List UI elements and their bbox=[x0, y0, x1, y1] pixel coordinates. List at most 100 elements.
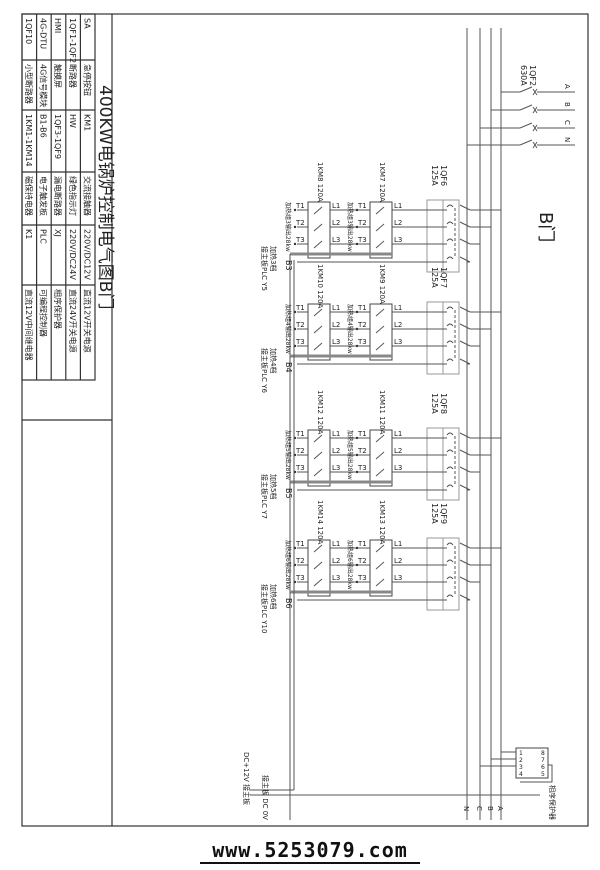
contact-1 bbox=[375, 206, 385, 215]
contactor-left bbox=[307, 303, 331, 361]
load-terminal: T2 bbox=[357, 219, 367, 227]
load-terminal: T2 bbox=[295, 447, 305, 455]
plc-output-label: 接主板PLC Y5 bbox=[260, 246, 269, 291]
breaker-contact-A bbox=[519, 86, 533, 93]
breaker-trip bbox=[446, 559, 454, 563]
contact-2 bbox=[375, 325, 385, 334]
plc-gear-label: 加热6档 bbox=[269, 584, 278, 609]
breaker-contact bbox=[459, 238, 471, 245]
contact-2 bbox=[375, 561, 385, 570]
contact-1 bbox=[313, 206, 323, 215]
terminal-dot bbox=[355, 225, 359, 229]
contactor-label: 1KM10 120A bbox=[316, 264, 324, 309]
breaker-trip bbox=[446, 466, 454, 470]
breaker-trip bbox=[446, 340, 454, 344]
legend-cell: HW bbox=[68, 114, 77, 128]
protector-output bbox=[520, 764, 553, 783]
terminal-dot bbox=[355, 436, 359, 440]
contact-1 bbox=[313, 544, 323, 553]
contactor-label: 1KM11 120A bbox=[378, 390, 386, 435]
breaker-id: 1QF8 bbox=[439, 393, 448, 414]
line-terminal: L3 bbox=[394, 574, 402, 582]
load-terminal: T3 bbox=[357, 236, 367, 244]
trigger-board-label: B3 bbox=[284, 260, 293, 271]
legend-table-border bbox=[21, 13, 96, 381]
protector-pin: 7 bbox=[541, 757, 545, 764]
load-terminal: T2 bbox=[295, 219, 305, 227]
load-terminal: T3 bbox=[295, 574, 305, 582]
breaker-trip bbox=[446, 432, 454, 436]
line-terminal: L1 bbox=[332, 304, 340, 312]
contact-2 bbox=[375, 451, 385, 460]
load-terminal: T2 bbox=[357, 321, 367, 329]
terminal-dot bbox=[355, 470, 359, 474]
load-terminal: T1 bbox=[295, 202, 305, 210]
load-terminal: T1 bbox=[295, 430, 305, 438]
legend-cell: 1QF3-1QF9 bbox=[53, 114, 62, 159]
load-terminal: T1 bbox=[295, 540, 305, 548]
line-terminal: L3 bbox=[394, 338, 402, 346]
legend-cell: 触摸屏 bbox=[53, 64, 63, 88]
breaker-contact bbox=[459, 358, 471, 365]
protector-pin: 1 bbox=[519, 750, 523, 757]
contact-3 bbox=[313, 342, 323, 351]
breaker-contact bbox=[459, 221, 471, 228]
load-terminal: T2 bbox=[295, 321, 305, 329]
contact-1 bbox=[375, 544, 385, 553]
contactor-label: 1KM12 120A bbox=[316, 390, 324, 435]
line-terminal: L3 bbox=[332, 574, 340, 582]
contact-3 bbox=[375, 578, 385, 587]
legend-cell: 可编程控制器 bbox=[39, 289, 49, 337]
legend-cell: 小型断路器 bbox=[24, 64, 34, 104]
contactor-right bbox=[369, 429, 393, 487]
contactor-label: 1KM9 120A bbox=[378, 264, 386, 304]
line-terminal: L3 bbox=[332, 236, 340, 244]
protector-pin: 6 bbox=[541, 764, 545, 771]
legend-cell: 220V/DC24V bbox=[68, 229, 77, 280]
dc-plus-label: DC+12V 接主板 bbox=[242, 752, 251, 805]
protector-pin: 3 bbox=[519, 764, 523, 771]
contactor-label: 1KM14 120A bbox=[316, 500, 324, 545]
legend-cell: K1 bbox=[24, 229, 33, 239]
plc-gear-label: 加热3档 bbox=[269, 246, 278, 271]
load-terminal: T2 bbox=[357, 447, 367, 455]
heater-output-label: 加热组6输出28kw bbox=[346, 540, 354, 590]
main-breaker-rating: 630A bbox=[519, 65, 528, 86]
line-terminal: L3 bbox=[394, 464, 402, 472]
breaker-trip bbox=[446, 358, 454, 362]
heater-output-label: 加热组4输出28kw bbox=[284, 304, 292, 354]
main-phase-label-A: A bbox=[563, 84, 571, 89]
breaker-rating: 125A bbox=[430, 267, 439, 288]
line-terminal: L1 bbox=[332, 202, 340, 210]
terminal-dot bbox=[355, 208, 359, 212]
heater-output-label: 加热组3输出28kw bbox=[346, 202, 354, 252]
legend-cell: 磁保持电器 bbox=[24, 176, 34, 216]
door-label: B门 bbox=[535, 212, 556, 242]
contactor-label: 1KM13 120A bbox=[378, 500, 386, 545]
drawing-title: 400KW电锅炉控制电气图B门 bbox=[95, 85, 115, 309]
line-terminal: L1 bbox=[394, 430, 402, 438]
breaker-rating: 125A bbox=[430, 393, 439, 414]
line-terminal: L2 bbox=[394, 219, 402, 227]
heater-output-label: 加热组4输出28kw bbox=[346, 304, 354, 354]
legend-cell: XJ bbox=[53, 229, 62, 237]
plc-output-label: 接主板PLC Y10 bbox=[260, 584, 269, 633]
terminal-dot bbox=[355, 242, 359, 246]
breaker-contact bbox=[459, 542, 471, 549]
line-terminal: L1 bbox=[332, 540, 340, 548]
breaker-contact bbox=[459, 449, 471, 456]
protector-box bbox=[515, 747, 549, 779]
legend-cell: SA bbox=[82, 18, 91, 29]
breaker-id: 1QF9 bbox=[439, 503, 448, 524]
terminal-dot bbox=[355, 344, 359, 348]
legend-cell: 220V/DC12V bbox=[82, 229, 91, 280]
load-terminal: T3 bbox=[295, 338, 305, 346]
breaker-contact-B bbox=[519, 104, 533, 111]
breaker-trip bbox=[446, 323, 454, 327]
breaker-id: 1QF6 bbox=[439, 165, 448, 186]
contact-3 bbox=[375, 240, 385, 249]
